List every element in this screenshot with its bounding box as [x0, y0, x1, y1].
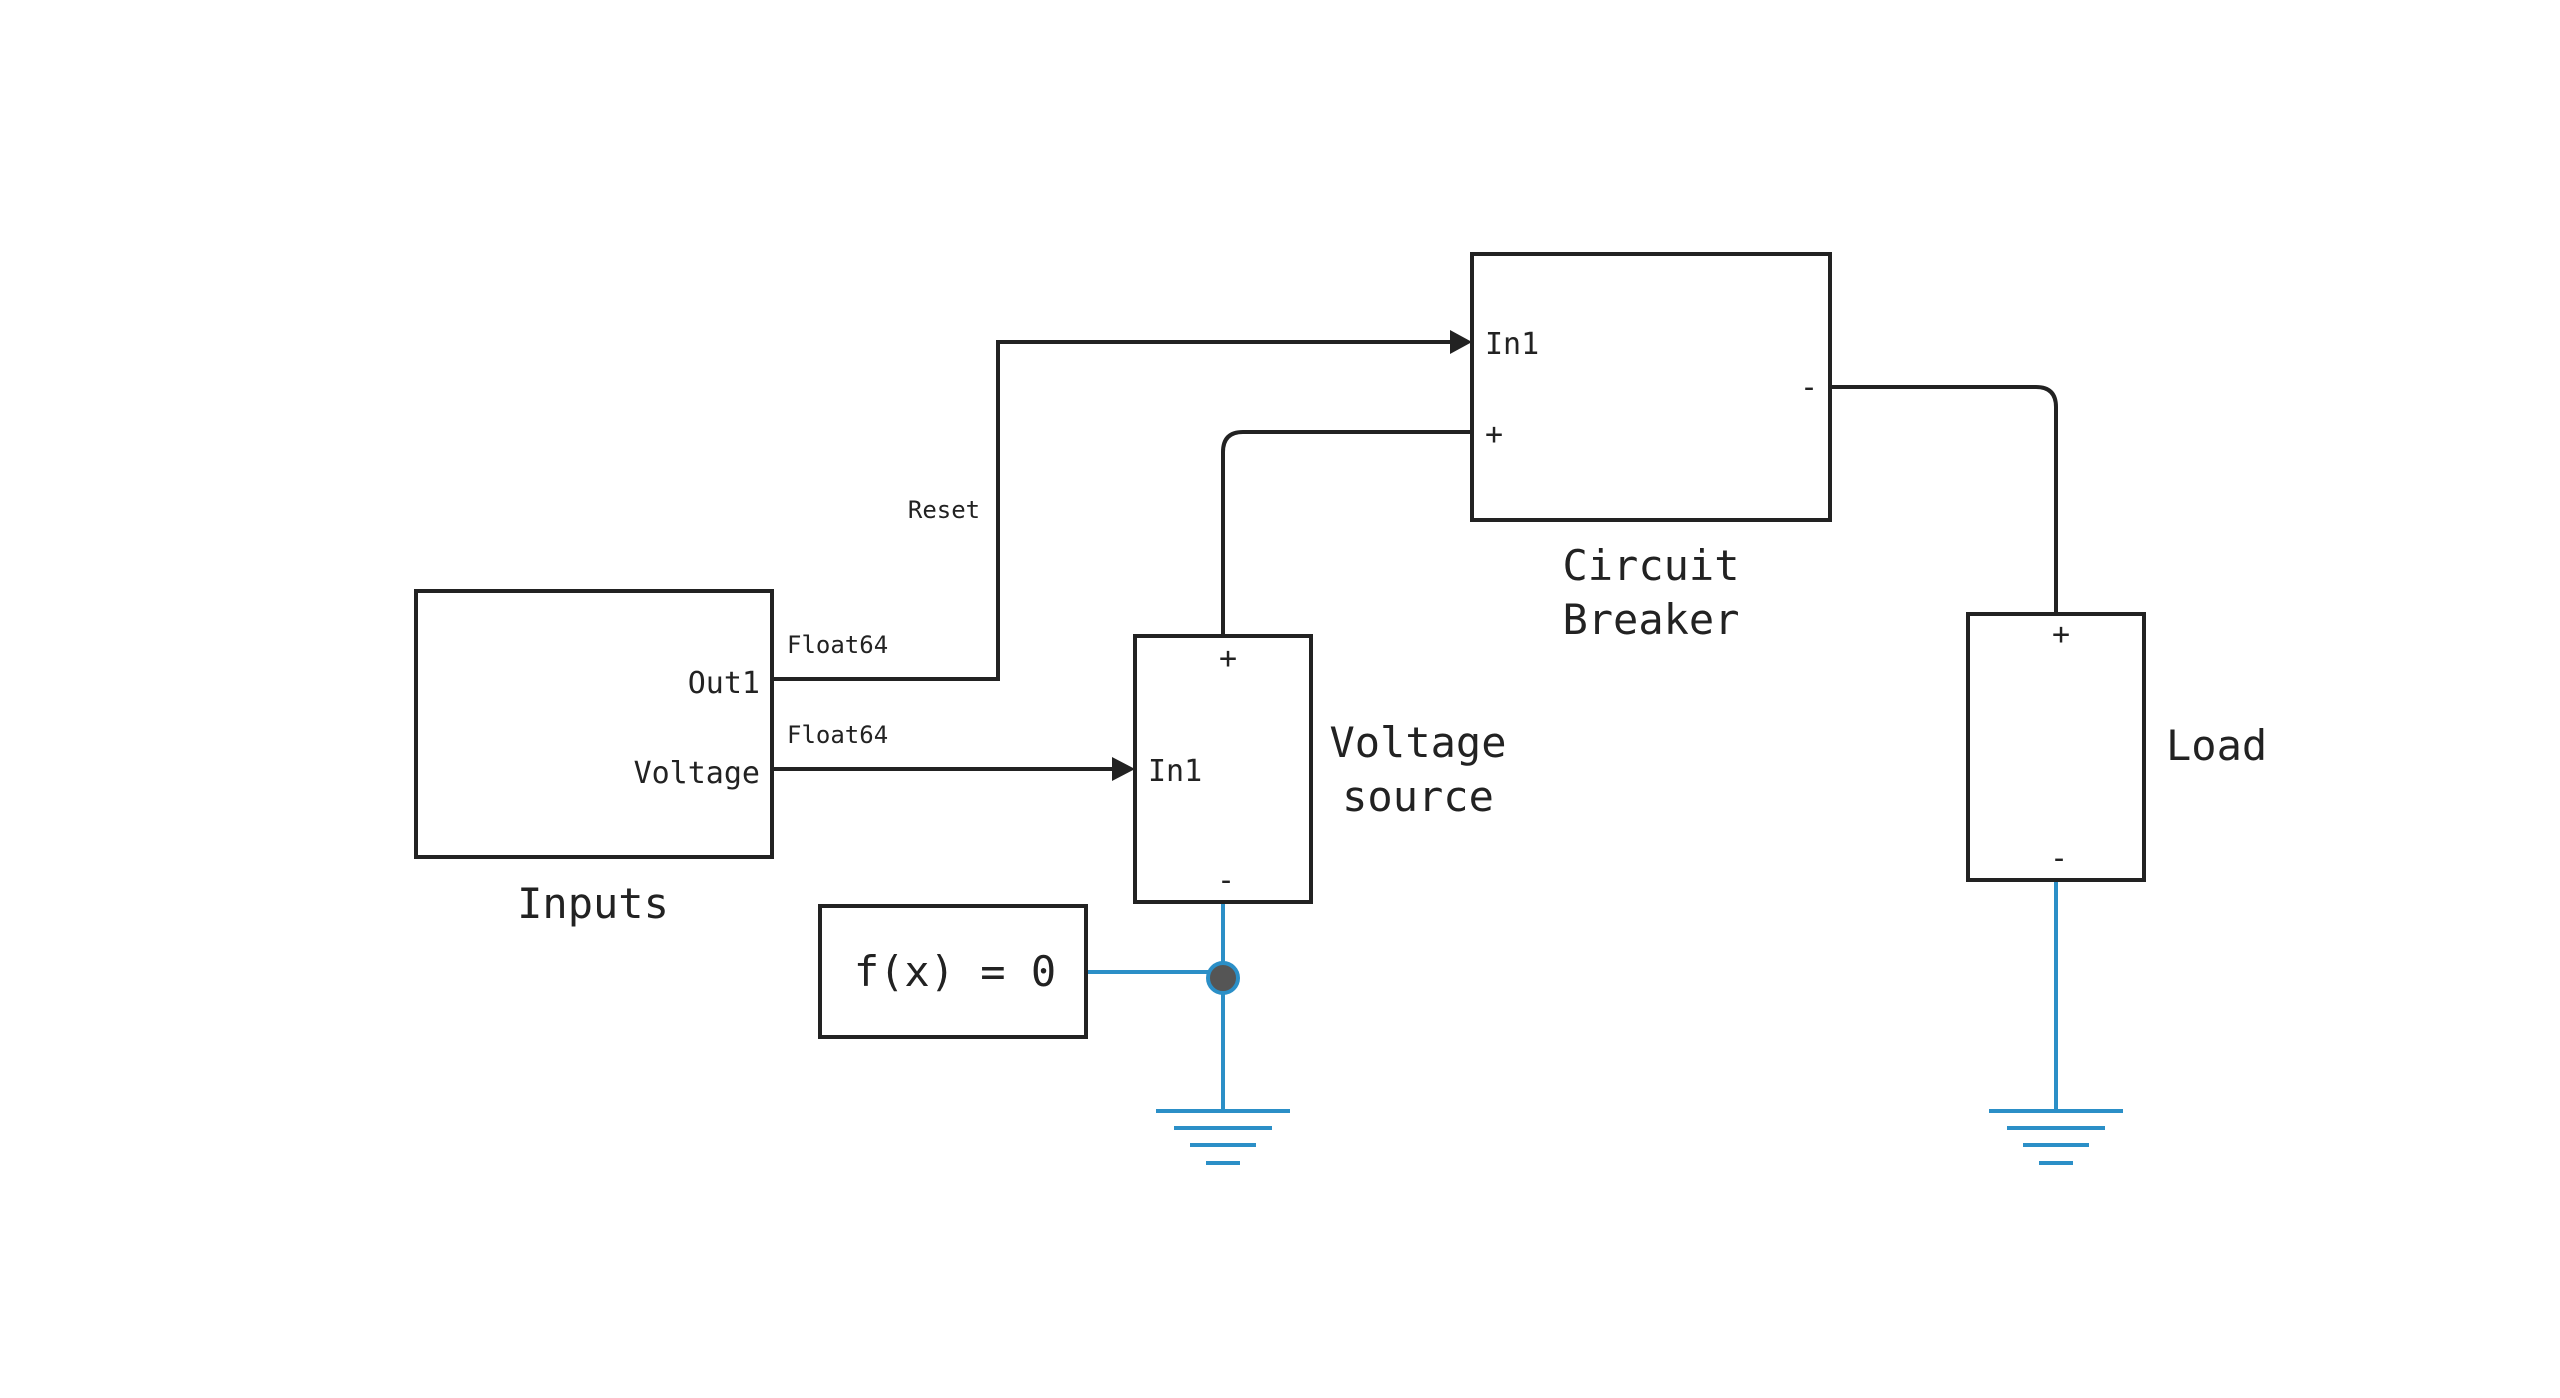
- arrowhead-icon: [1112, 757, 1135, 781]
- circuit-breaker-title-line1: Circuit: [1562, 541, 1739, 590]
- source-minus-port-label: -: [1217, 863, 1235, 898]
- voltage-source-title-line2: source: [1342, 772, 1494, 821]
- reset-signal-label: Reset: [908, 496, 980, 524]
- source-in1-port-label: In1: [1148, 754, 1202, 789]
- breaker-plus-port-label: +: [1485, 417, 1503, 452]
- inputs-block[interactable]: Out1 Voltage: [414, 589, 774, 859]
- ground-icon: [1156, 1109, 1290, 1165]
- inputs-voltage-port-label: Voltage: [634, 756, 760, 791]
- circuit-breaker-title-line2: Breaker: [1562, 595, 1739, 644]
- load-block-title: Load: [2166, 721, 2267, 770]
- out1-signal-type-label: Float64: [787, 631, 888, 659]
- arrowhead-icon: [1450, 330, 1472, 354]
- load-block[interactable]: + -: [1966, 612, 2146, 882]
- reset-signal-wire[interactable]: [773, 340, 1450, 681]
- breaker-minus-port-label: -: [1800, 370, 1818, 405]
- breaker-in1-port-label: In1: [1485, 327, 1539, 362]
- junction-node-icon[interactable]: [1206, 961, 1240, 995]
- source-plus-port-label: +: [1219, 641, 1237, 676]
- circuit-breaker-block[interactable]: In1 + -: [1470, 252, 1832, 522]
- ground-icon: [1989, 1109, 2123, 1165]
- load-minus-port-label: -: [2050, 841, 2068, 876]
- function-block[interactable]: f(x) = 0: [818, 904, 1088, 1039]
- function-block-label: f(x) = 0: [854, 947, 1056, 996]
- voltage-source-title-line1: Voltage: [1329, 718, 1506, 767]
- source-to-breaker-wire[interactable]: [1221, 430, 1472, 636]
- voltage-source-block[interactable]: In1 + -: [1133, 634, 1313, 904]
- inputs-out1-port-label: Out1: [688, 666, 760, 701]
- inputs-block-title: Inputs: [517, 879, 669, 928]
- breaker-to-load-wire[interactable]: [1830, 385, 2058, 613]
- voltage-signal-type-label: Float64: [787, 721, 888, 749]
- load-plus-port-label: +: [2052, 617, 2070, 652]
